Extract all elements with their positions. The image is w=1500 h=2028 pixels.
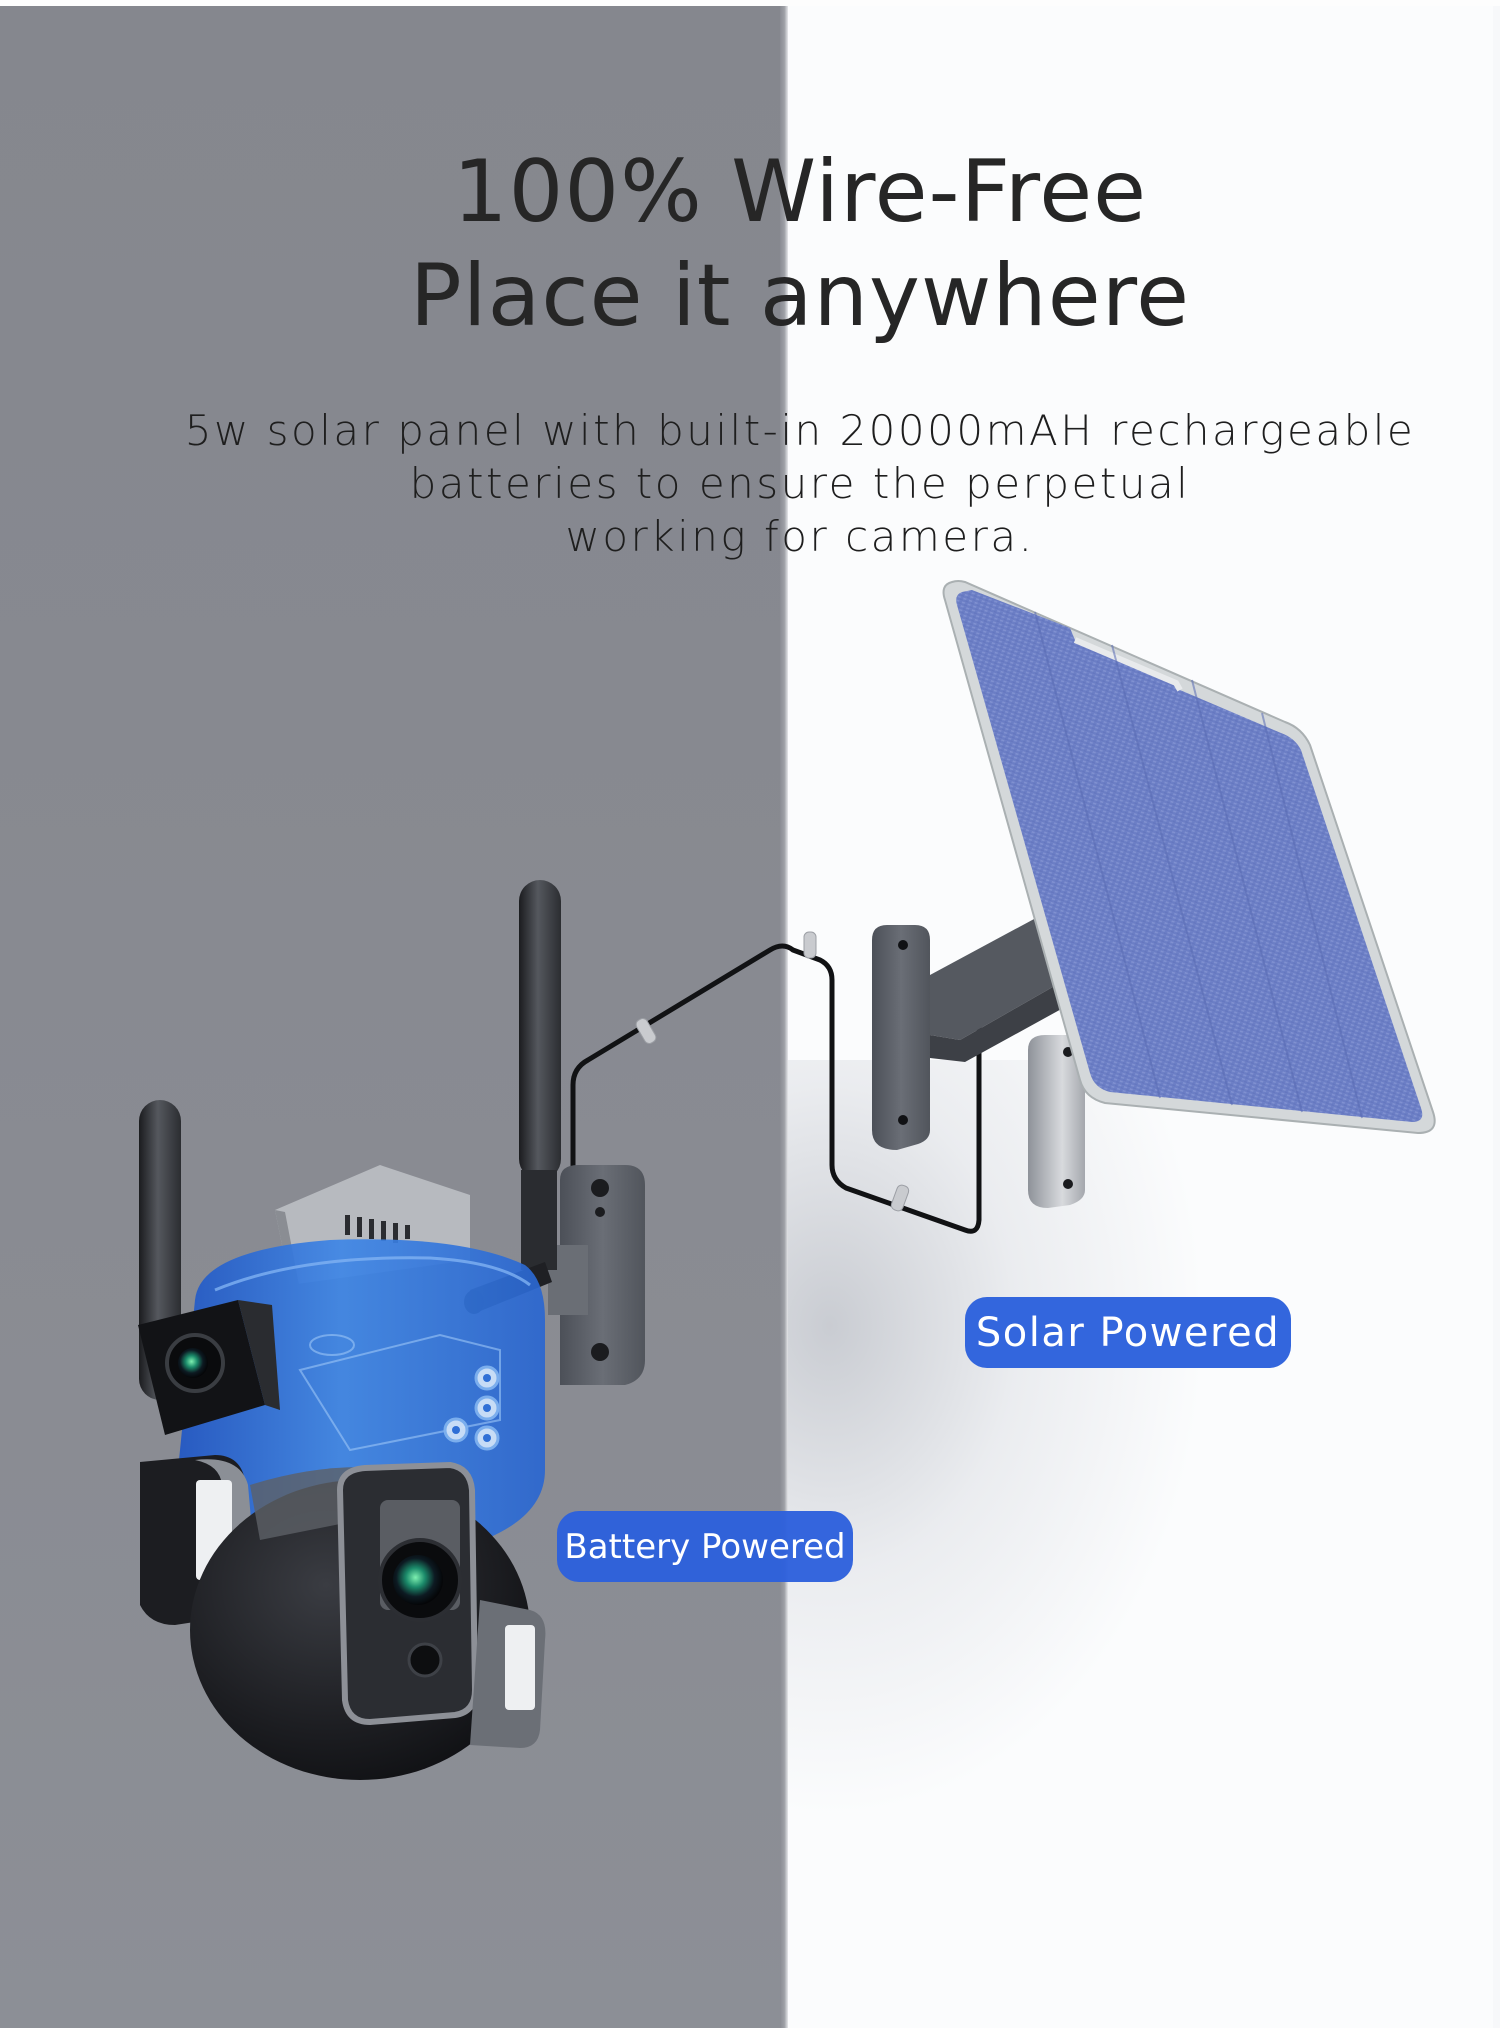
solar-powered-label: Solar Powered <box>975 1309 1281 1356</box>
description-line-2: batteries to ensure the perpetual <box>409 459 1191 508</box>
cable-clips <box>635 931 910 1212</box>
description-line-1: 5w solar panel with built-in 20000mAH re… <box>184 406 1416 455</box>
right-antenna <box>464 880 561 1314</box>
wall-corner-edge <box>780 6 788 2028</box>
ptz-dome <box>190 1461 530 1780</box>
headline-line-2: Place it anywhere <box>409 246 1191 346</box>
top-margin-strip <box>0 0 1500 6</box>
solar-panel-shadow <box>788 1060 1208 1820</box>
power-cable <box>570 943 982 1234</box>
right-margin-strip <box>1493 6 1500 2028</box>
right-floodlight <box>470 1600 546 1748</box>
headline: 100% Wire-Free Place it anywhere <box>0 140 1500 348</box>
battery-powered-label: Battery Powered <box>564 1526 846 1567</box>
camera-mount-bracket <box>548 1165 645 1385</box>
headline-line-1: 100% Wire-Free <box>452 142 1148 242</box>
description: 5w solar panel with built-in 20000mAH re… <box>0 404 1500 563</box>
solar-panel <box>942 580 1436 1135</box>
solar-powered-badge: Solar Powered <box>965 1297 1291 1368</box>
fixed-lens-module <box>138 1300 280 1435</box>
description-line-3: working for camera. <box>565 512 1035 561</box>
battery-powered-badge: Battery Powered <box>557 1511 853 1582</box>
